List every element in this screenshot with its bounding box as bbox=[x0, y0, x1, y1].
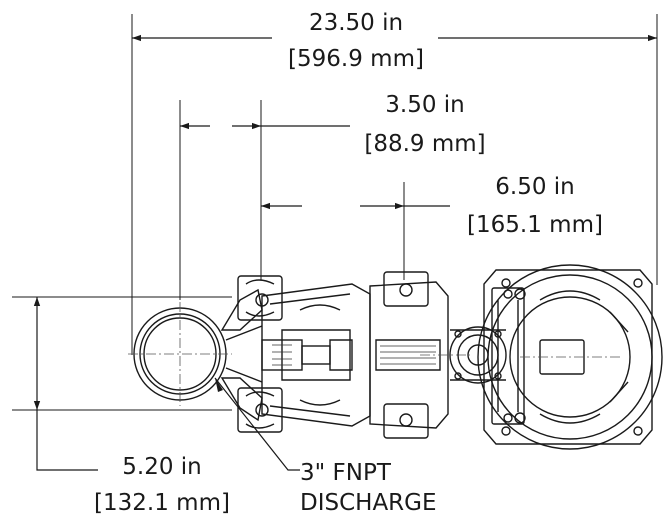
dim-suction-offset: 3.50 in [88.9 mm] bbox=[179, 92, 486, 300]
right-valve-chambers bbox=[369, 271, 470, 439]
discharge-label-size: 3" FNPT bbox=[300, 460, 392, 486]
port-offset-imperial: 6.50 in bbox=[495, 174, 575, 200]
height-imperial: 5.20 in bbox=[122, 454, 202, 480]
suction-offset-metric: [88.9 mm] bbox=[364, 131, 485, 157]
discharge-port bbox=[128, 302, 232, 406]
callout-arrowhead bbox=[215, 378, 223, 392]
pump-illustration bbox=[128, 264, 663, 450]
motor-housing bbox=[477, 264, 663, 450]
callout-leader bbox=[214, 377, 300, 471]
suction-offset-imperial: 3.50 in bbox=[385, 92, 465, 118]
dim-leader-height bbox=[36, 410, 98, 471]
discharge-label-name: DISCHARGE bbox=[300, 490, 437, 516]
port-offset-metric: [165.1 mm] bbox=[467, 212, 603, 238]
overall-length-metric: [596.9 mm] bbox=[288, 46, 424, 72]
port-neck bbox=[220, 288, 263, 422]
height-metric: [132.1 mm] bbox=[94, 490, 230, 516]
dim-height: 5.20 in [132.1 mm] bbox=[12, 296, 232, 516]
overall-length-imperial: 23.50 in bbox=[309, 10, 403, 36]
dim-overall-length: 23.50 in [596.9 mm] bbox=[131, 10, 658, 355]
center-body bbox=[261, 283, 371, 427]
dim-port-offset: 6.50 in [165.1 mm] bbox=[261, 174, 603, 280]
callout-discharge: 3" FNPT DISCHARGE bbox=[214, 377, 437, 516]
